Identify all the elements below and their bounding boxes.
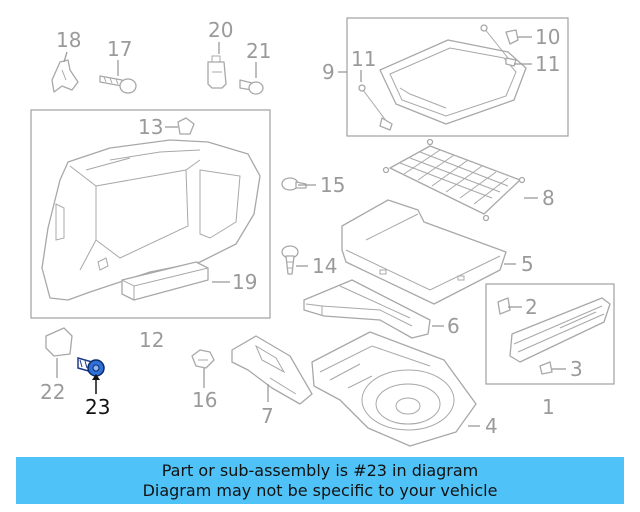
part-23-screw-highlighted[interactable]: [77, 357, 105, 377]
part-5-cargo-floor-board[interactable]: [341, 199, 507, 305]
part-3-clip[interactable]: [539, 361, 553, 375]
callout-2: 2: [525, 295, 538, 319]
callout-22: 22: [40, 380, 65, 404]
part-17-screw[interactable]: [99, 75, 137, 94]
part-13-clip[interactable]: [177, 117, 195, 135]
callout-4: 4: [485, 414, 498, 438]
callout-8: 8: [542, 186, 555, 210]
callout-16: 16: [192, 388, 217, 412]
part-22-clip[interactable]: [45, 327, 73, 357]
part-2-clip[interactable]: [497, 297, 511, 315]
callout-3: 3: [570, 357, 583, 381]
banner-line-2: Diagram may not be specific to your vehi…: [142, 480, 498, 500]
callout-7: 7: [261, 404, 274, 428]
leader-23-arrow: [92, 374, 100, 380]
part-1-sill-plate[interactable]: [509, 297, 611, 363]
part-11-rod-left[interactable]: [358, 84, 393, 131]
callout-11a: 11: [351, 47, 376, 71]
callout-13: 13: [138, 115, 163, 139]
leader-18: [63, 51, 68, 63]
callout-10: 10: [535, 25, 560, 49]
callout-5: 5: [521, 252, 534, 276]
part-6-floor-support[interactable]: [303, 279, 431, 339]
callout-23: 23: [85, 395, 110, 419]
part-18-bracket[interactable]: [51, 59, 79, 93]
callout-14: 14: [312, 254, 337, 278]
part-19-storage-tray[interactable]: [121, 261, 209, 301]
callout-11b: 11: [535, 52, 560, 76]
part-12-side-trim-panel[interactable]: [41, 139, 261, 301]
callout-18: 18: [56, 28, 81, 52]
part-8-cargo-net[interactable]: [382, 138, 526, 222]
callout-1: 1: [542, 395, 555, 419]
part-16-plug[interactable]: [191, 349, 215, 369]
callout-15: 15: [320, 173, 345, 197]
callout-12: 12: [139, 328, 164, 352]
group-frame-9: [346, 17, 569, 137]
callout-19: 19: [232, 270, 257, 294]
part-14-bolt[interactable]: [281, 245, 299, 275]
part-11-rod-right[interactable]: [480, 24, 517, 67]
part-21-screw[interactable]: [239, 79, 264, 95]
callout-21: 21: [246, 39, 271, 63]
callout-20: 20: [208, 18, 233, 42]
callout-17: 17: [107, 37, 132, 61]
part-10-clip[interactable]: [505, 29, 519, 45]
banner-line-1: Part or sub-assembly is #23 in diagram: [161, 460, 479, 480]
part-7-side-bracket[interactable]: [231, 335, 313, 405]
info-banner: Part or sub-assembly is #23 in diagram D…: [16, 457, 624, 504]
part-20-clip[interactable]: [207, 55, 227, 89]
part-4-spare-tire-well[interactable]: [311, 331, 477, 447]
group-frame-12: [30, 109, 271, 319]
callout-9: 9: [322, 60, 335, 84]
part-9-cargo-cover[interactable]: [379, 39, 527, 125]
parts-diagram: 18 17 20 21 13 19 12 22 23 16 15 14 9 11…: [30, 17, 615, 447]
group-frame-1: [485, 283, 615, 385]
part-15-push-clip[interactable]: [281, 177, 307, 191]
callout-6: 6: [447, 314, 460, 338]
